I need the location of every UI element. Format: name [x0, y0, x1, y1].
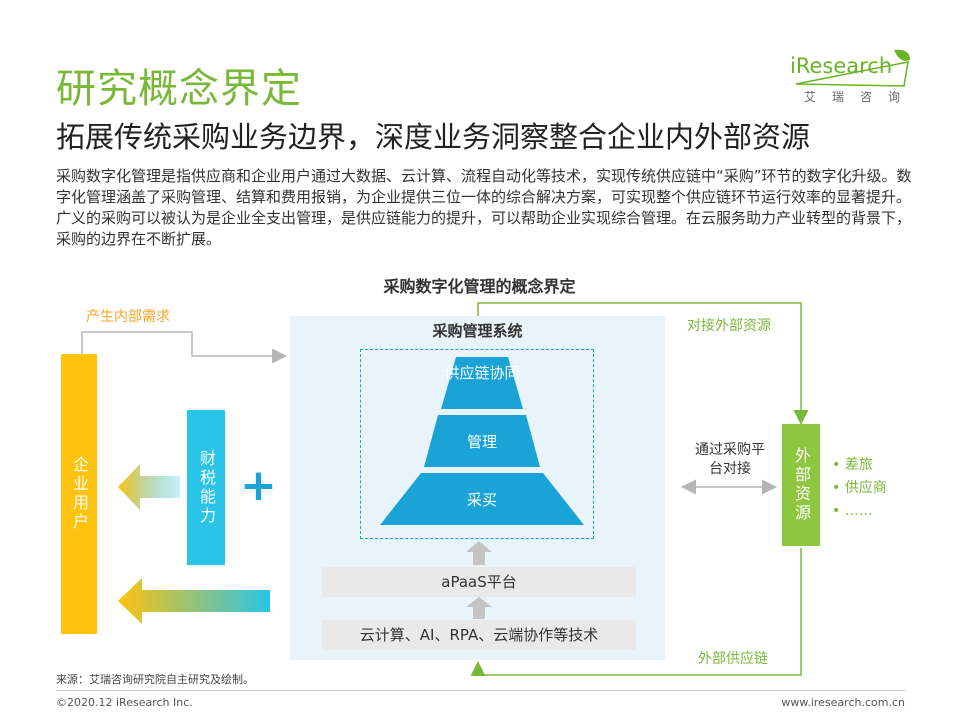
diagram-title: 采购数字化管理的概念界定	[383, 277, 576, 296]
pyramid-tier-top	[441, 357, 523, 409]
enterprise-user-bar: 企业用户	[61, 354, 97, 634]
list-item: • 差旅	[832, 457, 873, 473]
intro-paragraph: 采购数字化管理是指供应商和企业用户通过大数据、云计算、流程自动化等技术，实现传统…	[56, 167, 912, 248]
external-supply-chain-label: 外部供应链	[698, 651, 768, 667]
pyramid-top-label: 供应链协同	[444, 364, 520, 382]
external-supply-chain-arrow	[470, 548, 802, 676]
page-title: 研究概念界定	[56, 66, 302, 112]
left-arrow-icon	[118, 464, 180, 510]
technology-bar: 云计算、AI、RPA、云端协作等技术	[322, 620, 636, 650]
connect-external-arrow	[477, 302, 809, 425]
pyramid-dashed-frame	[360, 349, 594, 539]
pyramid-tier-middle	[424, 415, 540, 467]
external-resources-bar: 外部资源	[782, 424, 820, 546]
pyramid-tier-bottom	[380, 473, 584, 525]
tax-capability-label: 财税能力	[197, 449, 216, 526]
pyramid: 供应链协同 管理 采买	[380, 357, 584, 527]
footer-website: www.iresearch.com.cn	[781, 696, 905, 709]
page-subtitle: 拓展传统采购业务边界，深度业务洞察整合企业内外部资源	[56, 120, 811, 154]
source-note: 来源：艾瑞咨询研究院自主研究及绘制。	[56, 673, 254, 686]
connect-external-label: 对接外部资源	[687, 318, 771, 334]
pyramid-bottom-label: 采买	[466, 491, 497, 509]
iresearch-logo: iResearch 艾瑞咨询	[790, 48, 915, 108]
list-item: • ……	[832, 503, 873, 519]
external-resources-list: • 差旅 • 供应商 • ……	[832, 454, 887, 523]
enterprise-user-label: 企业用户	[70, 456, 89, 532]
left-arrow-icon	[118, 578, 270, 624]
logo-leaf-icon	[795, 49, 910, 87]
via-platform-label: 通过采购平台对接	[695, 442, 765, 477]
up-arrow-icon	[466, 541, 492, 565]
footer-divider	[56, 690, 906, 691]
tax-capability-bar: 财税能力	[187, 410, 225, 565]
logo-text: iResearch	[790, 54, 893, 78]
system-label: 采购管理系统	[432, 322, 523, 340]
pyramid-middle-label: 管理	[466, 433, 497, 451]
logo-subtext: 艾瑞咨询	[804, 90, 917, 104]
list-item: • 供应商	[832, 480, 887, 496]
up-arrow-icon	[466, 597, 492, 619]
external-resources-label: 外部资源	[792, 447, 811, 523]
plus-icon: +	[240, 460, 277, 511]
apaas-platform-bar: aPaaS平台	[322, 567, 636, 597]
internal-demand-arrow	[81, 331, 287, 364]
internal-demand-label: 产生内部需求	[86, 309, 170, 325]
footer-copyright: ©2020.12 iResearch Inc.	[56, 696, 193, 709]
